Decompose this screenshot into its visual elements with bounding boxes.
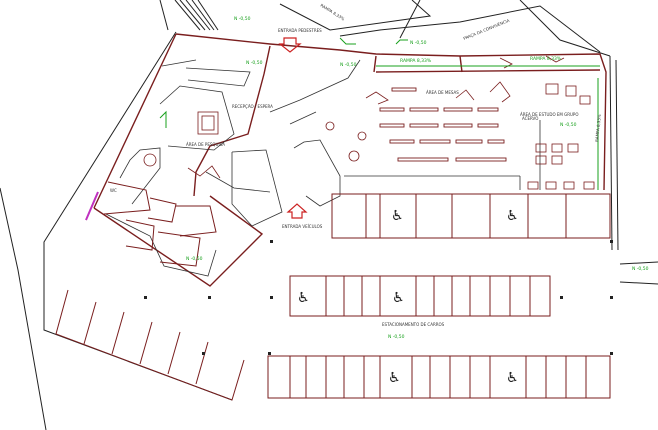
furniture (143, 55, 595, 190)
area-mesas-label: ÁREA DE MESAS (426, 90, 459, 95)
acervo-shelves (379, 87, 507, 162)
nivel-label-park: N -0,50 (388, 334, 405, 340)
service-rooms (85, 181, 217, 267)
wheelchair-icon: ♿ (388, 370, 401, 386)
wheelchair-icon: ♿ (391, 208, 404, 224)
area-estudo-label: ÁREA DE ESTUDO EM GRUPO (520, 112, 578, 117)
area-pesquisa-label: ÁREA DE PESQUISA (186, 142, 225, 147)
interior-lines (105, 59, 541, 277)
entrance-arrow-icon (278, 37, 308, 219)
level-markers (159, 37, 600, 190)
nivel-label-top: N -0,50 (234, 16, 251, 22)
nivel-label-left2: N -0,50 (340, 62, 357, 68)
parking-upper-row (331, 193, 611, 239)
parking-diagonal-row (55, 289, 245, 401)
entrada-pedestres-label: ENTRADA PEDESTRES (278, 28, 322, 33)
wc-accent-line (85, 191, 99, 221)
nivel-label-bottom: N -0,50 (186, 256, 203, 262)
nivel-label-left: N -0,50 (246, 60, 263, 66)
side-level-label: N -0,50 (632, 266, 649, 272)
estacionamento-label: ESTACIONAMENTO DE CARROS (382, 322, 445, 327)
wheelchair-icon: ♿ (297, 290, 310, 306)
praca-label: PRAÇA DA CONVIVÊNCIA (463, 18, 511, 41)
wc-label: WC (110, 188, 117, 193)
rampa-label-2: RAMPA 8,33% (530, 56, 562, 62)
entrada-veiculos-label: ENTRADA VEÍCULOS (282, 224, 323, 229)
wheelchair-icon: ♿ (392, 290, 405, 306)
acervo-label: ACERVO (522, 116, 538, 121)
wheelchair-icon: ♿ (506, 208, 519, 224)
wheelchair-icon: ♿ (506, 370, 519, 386)
building-walls (93, 33, 607, 287)
parking-middle-row (289, 275, 551, 317)
nivel-label-mid: N -0,50 (410, 40, 427, 46)
recepcao-label: RECEPÇÃO / ESPERA (232, 104, 273, 109)
rampa-right-label: RAMPA 8,33% (594, 114, 602, 142)
rampa-top-label: RAMPA 8,33% (319, 3, 345, 22)
nivel-label-right: N -0,50 (560, 122, 577, 128)
parking-lower-row (267, 355, 611, 399)
structural-columns (144, 240, 613, 355)
rampa-label-1: RAMPA 8,33% (400, 58, 432, 64)
accessible-parking-icon: ♿ ♿ ♿ ♿ ♿ ♿ (297, 208, 519, 386)
